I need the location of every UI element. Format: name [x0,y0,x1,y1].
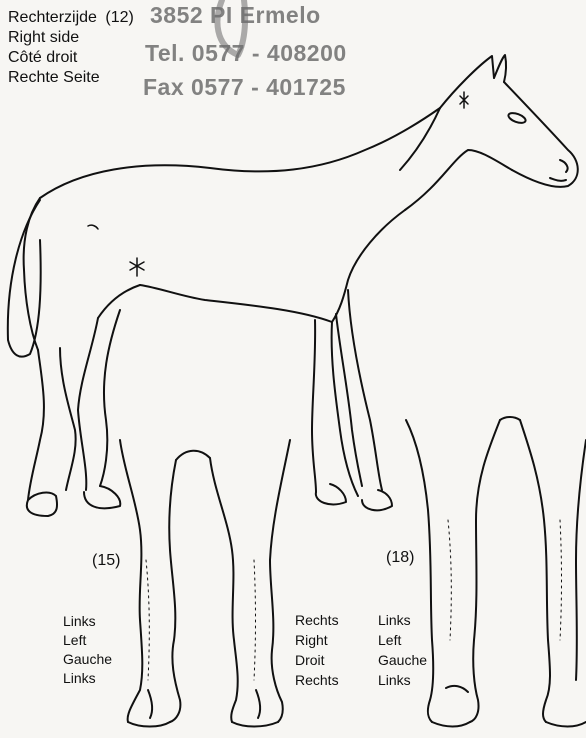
stamp-address: 3852 PI Ermelo [150,2,321,29]
hind-left-label-french: Gauche [378,650,427,670]
front-left-label-dutch: Links [63,612,112,631]
front-left-label-french: Gauche [63,650,112,669]
side-label-english: Right side [8,28,134,48]
hind-legs-view [406,417,586,727]
hind-view-number: (18) [386,549,414,567]
front-view-number: (15) [92,552,120,570]
front-right-label-french: Droit [295,650,339,670]
side-label-row: Rechterzijde (12) [8,8,134,28]
stamp-phone: Tel. 0577 - 408200 [145,40,347,67]
hind-left-labels: Links Left Gauche Links [378,610,427,690]
side-label-french: Côté droit [8,48,134,68]
hind-left-label-english: Left [378,630,427,650]
side-label-german: Rechte Seite [8,68,134,88]
side-view-number: (12) [105,9,133,26]
front-left-labels: Links Left Gauche Links [63,612,112,688]
front-left-label-german: Links [63,669,112,688]
front-right-label-german: Rechts [295,670,339,690]
front-legs-view [120,440,290,727]
side-label-prefix: Rechterzijde [8,9,97,26]
hind-left-label-german: Links [378,670,427,690]
horse-side-view-outline [8,55,578,516]
hind-left-label-dutch: Links [378,610,427,630]
front-right-labels: Rechts Right Droit Rechts [295,610,339,690]
front-right-label-english: Right [295,630,339,650]
stamp-fax: Fax 0577 - 401725 [143,74,346,101]
front-right-label-dutch: Rechts [295,610,339,630]
side-view-labels: Rechterzijde (12) Right side Côté droit … [8,8,134,88]
front-left-label-english: Left [63,631,112,650]
